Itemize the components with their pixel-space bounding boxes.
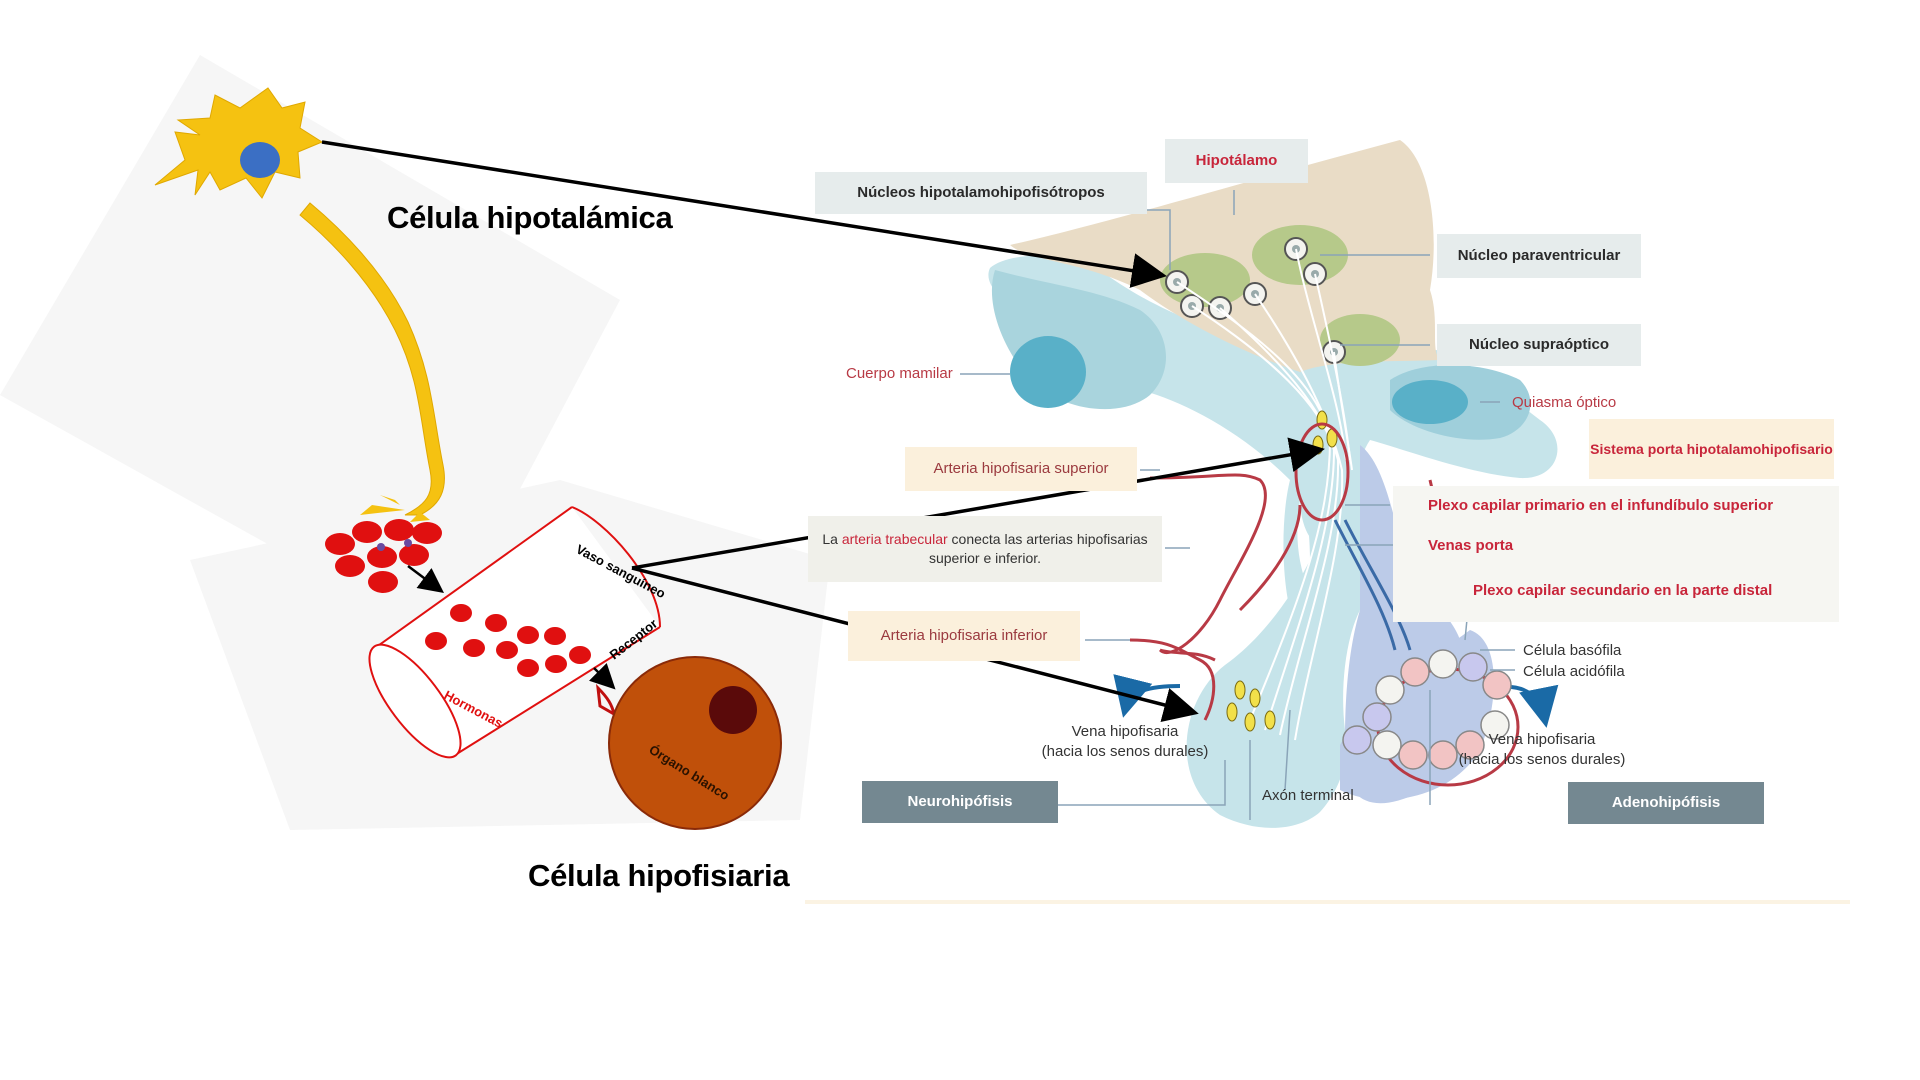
hormone-dot [463,639,485,657]
axon-terminal-branches [360,495,430,522]
target-organ-group: Receptor Órgano blanco [589,616,782,830]
hormone-dot [450,604,472,622]
label-nucleo-supraoptico: Núcleo supraóptico [1437,324,1641,366]
vena-left-line1: Vena hipofisaria [1071,723,1179,740]
label-plexo-secundario: Plexo capilar secundario en la parte dis… [1473,582,1773,599]
trabecular-post: conecta las arterias hipofisarias superi… [928,531,1148,566]
label-arteria-inferior: Arteria hipofisaria inferior [848,611,1080,661]
label-vena-derecha: Vena hipofisaria (hacia los senos durale… [1457,730,1627,770]
label-cuerpo-mamilar: Cuerpo mamilar [846,365,953,382]
label-arteria-superior: Arteria hipofisaria superior [905,447,1137,491]
hormone-dot [545,655,567,673]
hormone-dot [569,646,591,664]
released-hormones [325,519,444,593]
pituitary-cell-label: Célula hipofisiaria [528,858,790,893]
label-sistema-porta: Sistema porta hipotalamohipofisario [1589,419,1834,479]
hormone-dot [352,521,382,543]
hormone-dot [544,627,566,645]
hormone-dot [496,641,518,659]
hormone-dot [384,519,414,541]
hormone-granule [377,543,385,551]
hormone-dot [367,546,397,568]
vein-arrow-left [1113,674,1181,718]
label-neurohipofisis: Neurohipófisis [862,781,1058,823]
label-plexo-primario: Plexo capilar primario en el infundíbulo… [1428,497,1774,514]
vessel-open-end [368,643,462,759]
neurohypophysis-body [1186,445,1360,828]
label-arteria-trabecular: La arteria trabecular conecta las arteri… [808,516,1162,582]
pituitary-anatomy [960,140,1559,828]
neuron-soma [154,87,324,199]
hormone-dot [425,632,447,650]
hypothalamic-cell-label: Célula hipotalámica [387,200,673,235]
label-venas-porta: Venas porta [1428,537,1514,554]
vena-left-line2: (hacia los senos durales) [1041,743,1209,760]
label-vena-izquierda: Vena hipofisaria (hacia los senos durale… [1040,722,1210,762]
hormone-granule [404,539,412,547]
label-hipotalamo: Hipotálamo [1165,139,1308,183]
glandular-cells [1342,649,1512,770]
trabecular-word: arteria trabecular [841,531,948,547]
mammillary-nucleus [1010,336,1086,408]
hormone-dot [399,544,429,566]
trabecular-pre: La [822,531,838,547]
label-quiasma-optico: Quiasma óptico [1512,394,1617,411]
target-organ-nucleus [709,686,757,734]
label-nucleo-paraventricular: Núcleo paraventricular [1437,234,1641,278]
neuron-nucleus [240,142,280,178]
leader-lines [960,190,1515,820]
arrow-to-stalk [631,437,1325,570]
blood-vessel: Hormonas Vaso sanguíneo [368,506,668,759]
hormone-dot [412,522,442,544]
label-celula-basofila: Célula basófila [1523,642,1622,659]
plexo-panel [1393,486,1839,622]
release-arrow [407,565,444,593]
label-celula-acidofila: Célula acidófila [1523,663,1625,680]
anatomy-bottom-line [805,900,1850,904]
hormone-dot [368,571,398,593]
hormone-dot [517,659,539,677]
receptor-arrow [589,663,616,690]
hormone-dot [335,555,365,577]
hormone-dot [325,533,355,555]
hormone-dot [485,614,507,632]
portal-veins [1333,519,1412,651]
target-organ [608,656,782,830]
label-nucleos-hipofisotropos: Núcleos hipotalamohipofisótropos [815,172,1147,214]
arrow-to-nuclei [321,140,1167,288]
optic-chiasm-core [1392,380,1468,424]
nuclei-hypophysiotropic-blob [1160,253,1250,307]
hypothalamic-neuron [154,87,445,522]
label-adenohipofisis: Adenohipófisis [1568,782,1764,824]
label-axon-terminal: Axón terminal [1262,787,1354,804]
trabecular-text: La arteria trabecular conecta las arteri… [818,530,1152,568]
vena-right-line1: Vena hipofisaria [1488,731,1596,748]
neuron-background-panel [0,55,620,640]
vena-right-line2: (hacia los senos durales) [1458,751,1626,768]
hormone-dot [517,626,539,644]
